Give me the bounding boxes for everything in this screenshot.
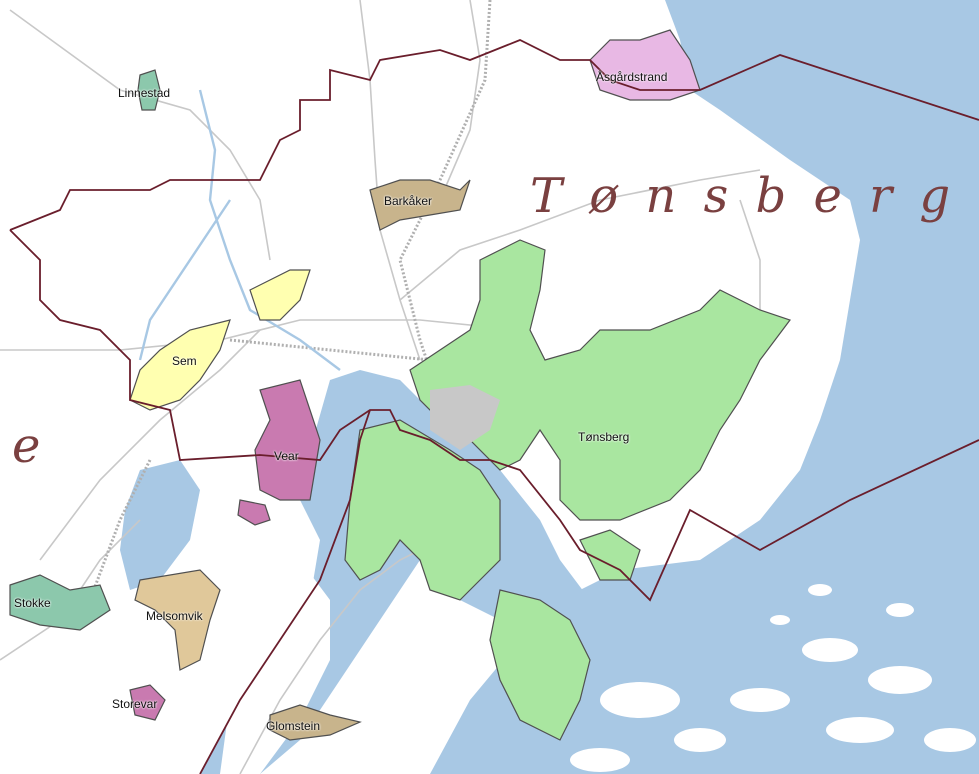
urban-sem	[129, 319, 231, 411]
place-label-melsomvik: Melsomvik	[146, 609, 203, 623]
place-label-sem: Sem	[172, 354, 197, 368]
place-label-tonsberg: Tønsberg	[578, 430, 630, 444]
urban-tonsberg-islet	[579, 529, 641, 581]
lake-west	[120, 460, 200, 590]
urban-core	[430, 385, 500, 450]
urban-glomstein	[269, 704, 362, 741]
place-label-linnestad: Linnestad	[118, 86, 171, 100]
river	[138, 89, 341, 371]
urban-vear	[254, 379, 321, 501]
urban-tonsberg	[409, 239, 791, 521]
place-label-stokke: Stokke	[14, 596, 51, 610]
municipal-border-south	[199, 409, 371, 774]
urban-linnestad	[137, 69, 161, 111]
region-label-tonsberg: T ø n s b e r g	[530, 168, 957, 224]
urban-vear-west	[237, 499, 271, 526]
urban-barkaker	[369, 179, 471, 231]
place-label-glomstein: Glomstein	[266, 719, 321, 733]
urban-melsomvik	[134, 569, 221, 671]
urban-stokke	[9, 574, 111, 631]
islands	[570, 512, 976, 772]
place-label-storevar: Storevar	[112, 697, 158, 711]
region-label-partial: e	[12, 418, 41, 474]
urban-sem-north	[249, 269, 311, 321]
place-label-barkaker: Barkåker	[384, 194, 433, 208]
urban-tonsberg-islands	[489, 589, 591, 741]
sea-area-east	[430, 0, 979, 774]
place-label-asgardstrand: Åsgårdstrand	[596, 70, 668, 84]
municipal-border	[9, 39, 979, 231]
railway	[88, 0, 492, 601]
place-label-vear: Vear	[274, 449, 299, 463]
island-southwest	[220, 560, 330, 774]
urban-storevar	[129, 684, 166, 721]
municipal-border-west	[9, 229, 979, 602]
